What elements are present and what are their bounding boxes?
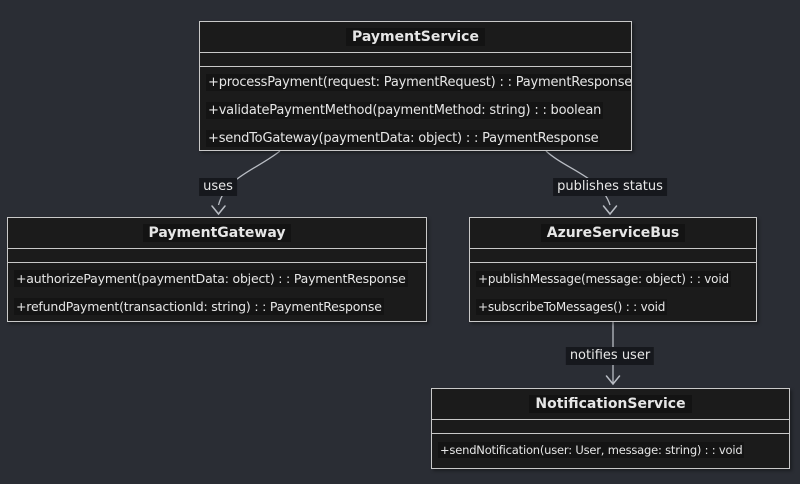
- class-name-text: PaymentService: [346, 28, 485, 46]
- class-method: +processPayment(request: PaymentRequest)…: [200, 69, 631, 97]
- class-methods: +processPayment(request: PaymentRequest)…: [200, 67, 631, 150]
- class-attributes-empty: [200, 53, 631, 67]
- edge-line-uses: [217, 150, 281, 206]
- class-attributes-empty: [432, 420, 789, 434]
- class-node-notification-service: NotificationService +sendNotification(us…: [431, 388, 790, 469]
- class-name-text: PaymentGateway: [142, 224, 292, 242]
- class-method: +sendNotification(user: User, message: s…: [438, 442, 745, 458]
- class-node-payment-gateway: PaymentGateway +authorizePayment(payment…: [7, 217, 427, 322]
- edge-label-text: uses: [203, 179, 233, 194]
- class-attributes-empty: [470, 249, 756, 263]
- class-methods: +authorizePayment(paymentData: object) :…: [8, 263, 426, 321]
- class-method: +refundPayment(transactionId: string) : …: [14, 298, 384, 315]
- class-node-azure-service-bus: AzureServiceBus +publishMessage(message:…: [469, 217, 757, 322]
- edge-label-text: publishes status: [557, 179, 663, 194]
- edge-label-uses: uses: [199, 178, 237, 196]
- class-title: PaymentGateway: [8, 218, 426, 249]
- class-method: +sendToGateway(paymentData: object) : : …: [206, 130, 601, 147]
- class-name-text: NotificationService: [529, 395, 692, 413]
- arrowhead-down-icon: [605, 375, 621, 386]
- class-methods: +publishMessage(message: object) : : voi…: [470, 263, 756, 321]
- class-title: PaymentService: [200, 22, 631, 53]
- class-method: +validatePaymentMethod(paymentMethod: st…: [206, 102, 604, 119]
- arrowhead-down-icon: [211, 205, 226, 216]
- class-title: NotificationService: [432, 389, 789, 420]
- class-title: AzureServiceBus: [470, 218, 756, 249]
- arrowhead-down-icon: [602, 205, 618, 216]
- edge-label-notifies-user: notifies user: [565, 347, 655, 365]
- class-method: +publishMessage(message: object) : : voi…: [476, 271, 731, 287]
- edge-line-publishes-status: [545, 150, 611, 206]
- class-method: +authorizePayment(paymentData: object) :…: [14, 270, 408, 287]
- class-node-payment-service: PaymentService +processPayment(request: …: [199, 21, 632, 151]
- class-method: +subscribeToMessages() : : void: [476, 299, 668, 315]
- class-name-text: AzureServiceBus: [540, 224, 686, 242]
- edge-label-publishes-status: publishes status: [553, 178, 667, 196]
- class-attributes-empty: [8, 249, 426, 263]
- class-methods: +sendNotification(user: User, message: s…: [432, 434, 789, 464]
- edge-label-text: notifies user: [569, 348, 651, 363]
